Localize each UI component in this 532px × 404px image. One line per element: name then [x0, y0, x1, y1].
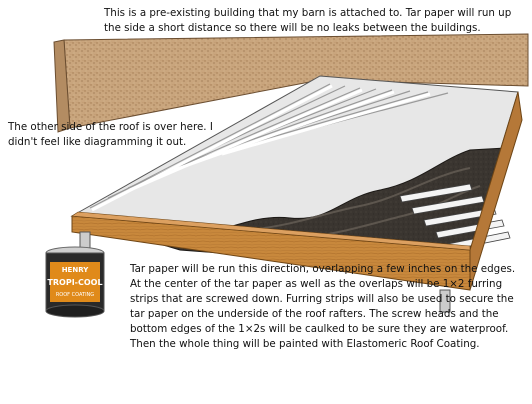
can-sublabel: ROOF COATING	[56, 292, 94, 298]
existing-building-wall	[53, 33, 529, 133]
can-label: TROPI-COOL	[47, 278, 102, 287]
can-brand: HENRY	[62, 266, 90, 274]
front-fascia-board	[71, 91, 523, 291]
other-side-note: The other side of the roof is over here.…	[8, 121, 213, 148]
tar-paper-note: Tar paper will be run this direction, ov…	[130, 263, 516, 350]
roof-coating-can: HENRY TROPI-COOL ROOF COATING	[45, 246, 105, 318]
existing-building-note: This is a pre-existing building that my …	[104, 7, 512, 34]
furring-strips	[399, 183, 511, 251]
